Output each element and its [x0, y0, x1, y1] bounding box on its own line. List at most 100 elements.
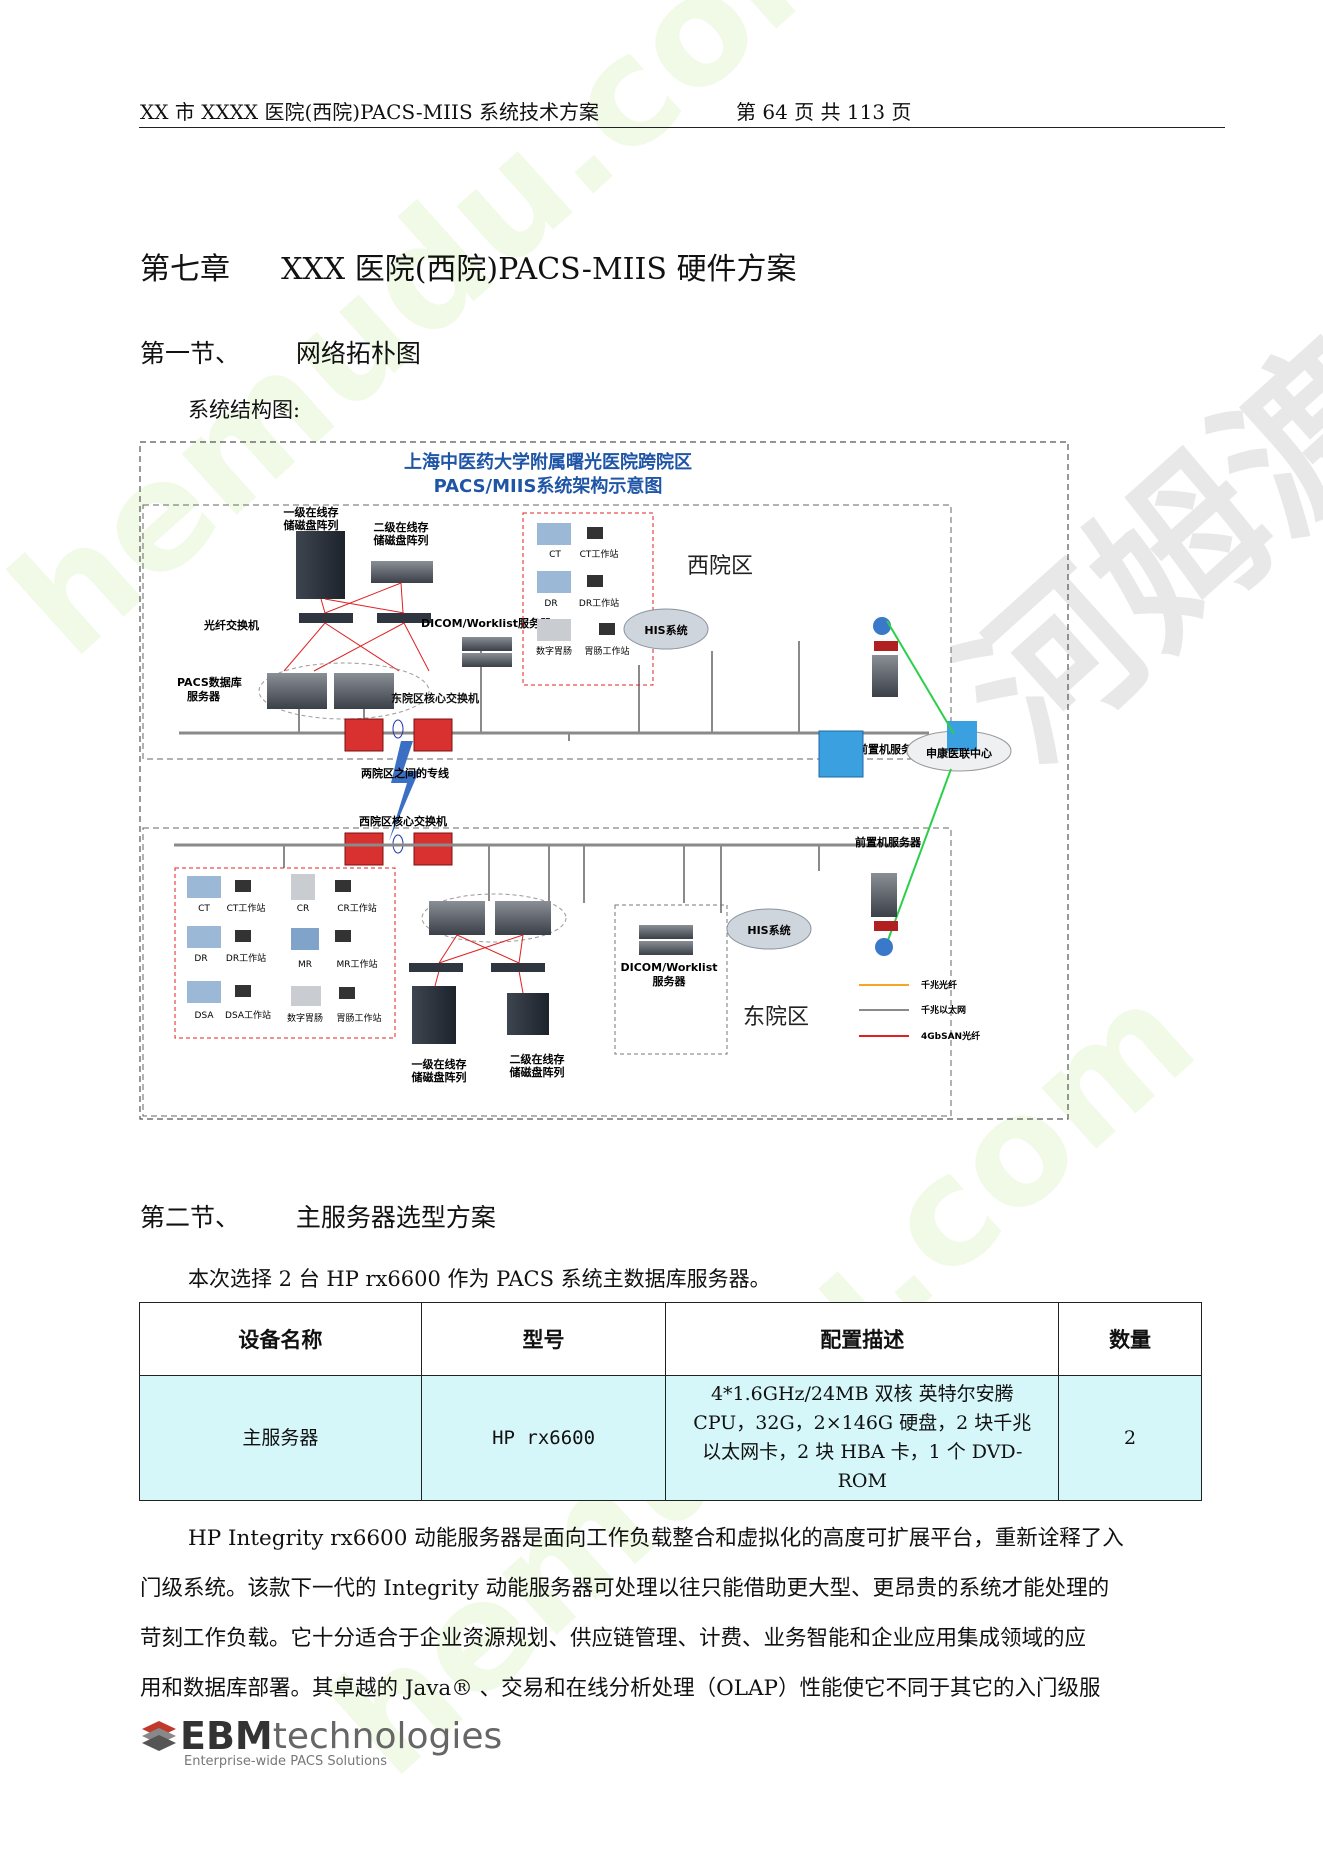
east-storage2-label: 二级在线存储磁盘阵列 [510, 1052, 565, 1079]
west-dicom-server-2 [462, 653, 512, 667]
east-db-server-2 [495, 901, 551, 935]
center-label: 申康医联中心 [926, 746, 992, 760]
section2-label: 第二节、 [140, 1203, 241, 1232]
svg-text:CT: CT [549, 550, 561, 560]
paragraph-line: HP Integrity rx6600 动能服务器是面向工作负载整合和虚拟化的高… [188, 1526, 1124, 1551]
svg-text:CT工作站: CT工作站 [580, 548, 619, 560]
svg-text:胃肠工作站: 胃肠工作站 [584, 645, 629, 657]
legend-label-san: 4GbSAN光纤 [921, 1030, 980, 1042]
svg-text:DSA工作站: DSA工作站 [225, 1009, 271, 1021]
west-db-server-label: PACS数据库服务器 [177, 675, 242, 703]
diagram-caption: 系统结构图: [188, 398, 301, 422]
west-zone-frame [142, 504, 952, 760]
logo-tagline: Enterprise-wide PACS Solutions [184, 1754, 388, 1769]
section1-heading: 第一节、 网络拓朴图 [140, 334, 421, 370]
west-fiber-switch-label: 光纤交换机 [203, 618, 259, 632]
svg-text:数字胃肠: 数字胃肠 [287, 1012, 323, 1024]
leased-line-label: 两院区之间的专线 [361, 766, 449, 780]
center-building [818, 730, 864, 778]
west-region-label: 西院区 [687, 554, 753, 579]
east-storage1-rack [412, 986, 456, 1044]
west-fiber-switch-2 [377, 613, 431, 623]
table-row: 主服务器 HP rx6600 4*1.6GHz/24MB 双核 英特尔安腾 CP… [139, 1375, 1202, 1501]
table-cell-qty: 2 [1058, 1375, 1202, 1501]
east-modalities-box [174, 867, 396, 1039]
east-firewall-icon [874, 921, 898, 931]
east-storage1-label: 一级在线存储磁盘阵列 [412, 1057, 467, 1084]
west-frontend-server [872, 655, 898, 697]
east-fiber-switch-1 [409, 963, 463, 972]
table-cell-name: 主服务器 [139, 1375, 422, 1501]
east-his-cloud [726, 908, 812, 950]
svg-text:胃肠工作站: 胃肠工作站 [336, 1012, 381, 1024]
network-topology-diagram: 上海中医药大学附属曙光医院跨院区 PACS/MIIS系统架构示意图 一级在线存储… [139, 441, 1069, 1120]
west-core-switch-2 [413, 718, 453, 752]
section1-title: 网络拓朴图 [295, 339, 421, 368]
east-frontend-server [871, 873, 897, 917]
west-storage1-label: 一级在线存储磁盘阵列 [284, 505, 339, 532]
section2-intro: 本次选择 2 台 HP rx6600 作为 PACS 系统主数据库服务器。 [188, 1267, 771, 1291]
east-storage2-rack [507, 993, 549, 1035]
east-dicom-box [614, 904, 728, 1055]
east-region-label: 东院区 [743, 1005, 809, 1030]
west-core-switch-1 [344, 718, 384, 752]
west-storage2-label: 二级在线存储磁盘阵列 [374, 520, 429, 547]
east-dicom-server-1 [639, 925, 693, 939]
svg-text:MR工作站: MR工作站 [336, 958, 377, 970]
body-paragraph: HP Integrity rx6600 动能服务器是面向工作负载整合和虚拟化的高… [140, 1514, 1226, 1714]
table-header-cell: 数量 [1058, 1302, 1202, 1376]
legend-label-ethernet: 千兆以太网 [921, 1004, 966, 1016]
table-header-cell: 型号 [420, 1302, 667, 1376]
svg-text:DR工作站: DR工作站 [579, 597, 619, 609]
paragraph-line: 门级系统。该款下一代的 Integrity 动能服务器可处理以往只能借助更大型、… [140, 1576, 1110, 1601]
diagram-frame [139, 441, 1069, 1120]
west-center-link [886, 620, 955, 735]
chapter-title: XXX 医院(西院)PACS-MIIS 硬件方案 [281, 252, 797, 287]
table-header-cell: 配置描述 [665, 1302, 1060, 1376]
diagram-legend: 千兆光纤 千兆以太网 4GbSAN光纤 [859, 979, 980, 1042]
east-core-switch-2 [413, 832, 453, 866]
diagram-title-2: PACS/MIIS系统架构示意图 [434, 475, 663, 497]
paragraph-line: 用和数据库部署。其卓越的 Java® 、交易和在线分析处理（OLAP）性能使它不… [140, 1676, 1101, 1701]
paragraph-line: 苛刻工作负载。它十分适合于企业资源规划、供应链管理、计费、业务智能和企业应用集成… [140, 1626, 1087, 1651]
config-line: 4*1.6GHz/24MB 双核 英特尔安腾 [710, 1383, 1014, 1405]
table-cell-model: HP rx6600 [420, 1375, 667, 1501]
svg-text:CR工作站: CR工作站 [337, 902, 377, 914]
chapter-heading: 第七章 XXX 医院(西院)PACS-MIIS 硬件方案 [140, 244, 796, 288]
table-header-row: 设备名称 型号 配置描述 数量 [139, 1302, 1202, 1376]
west-firewall-icon [874, 641, 898, 651]
logo-brand-light: technologies [272, 1715, 503, 1757]
section2-heading: 第二节、 主服务器选型方案 [140, 1198, 496, 1234]
center-building-icon [947, 721, 977, 751]
west-dicom-server-1 [462, 637, 512, 651]
config-line: CPU，32G，2×146G 硬盘，2 块千兆 [693, 1412, 1032, 1434]
east-router-icon [875, 938, 893, 956]
svg-text:DSA: DSA [195, 1011, 215, 1021]
east-core-switch-1 [344, 832, 384, 866]
east-fiber-switch-2 [491, 963, 545, 972]
west-router-icon [873, 617, 891, 635]
header-title: XX 市 XXXX 医院(西院)PACS-MIIS 系统技术方案 [140, 100, 600, 124]
section1-label: 第一节、 [140, 339, 241, 368]
west-storage2-unit [371, 561, 433, 583]
section2-title: 主服务器选型方案 [295, 1203, 496, 1232]
table-header-cell: 设备名称 [139, 1302, 422, 1376]
west-fiber-switch-1 [299, 613, 353, 623]
east-frontend-label: 前置机服务器 [855, 835, 922, 849]
ebm-logo: EBM technologies Enterprise-wide PACS So… [140, 1714, 502, 1769]
logo-brand-bold: EBM [180, 1714, 273, 1758]
east-core-switch-label: 西院区核心交换机 [359, 814, 447, 828]
east-his-label: HIS系统 [747, 923, 790, 937]
server-spec-table: 设备名称 型号 配置描述 数量 主服务器 HP rx6600 4*1.6GHz/… [139, 1302, 1202, 1501]
svg-text:CR: CR [297, 904, 310, 914]
east-zone-frame [142, 827, 952, 1117]
chapter-label: 第七章 [140, 252, 230, 287]
header-rule [139, 127, 1225, 128]
svg-text:数字胃肠: 数字胃肠 [536, 645, 572, 657]
leased-line-bolt [389, 741, 419, 841]
svg-text:DR: DR [194, 954, 207, 964]
east-db-server-1 [429, 901, 485, 935]
